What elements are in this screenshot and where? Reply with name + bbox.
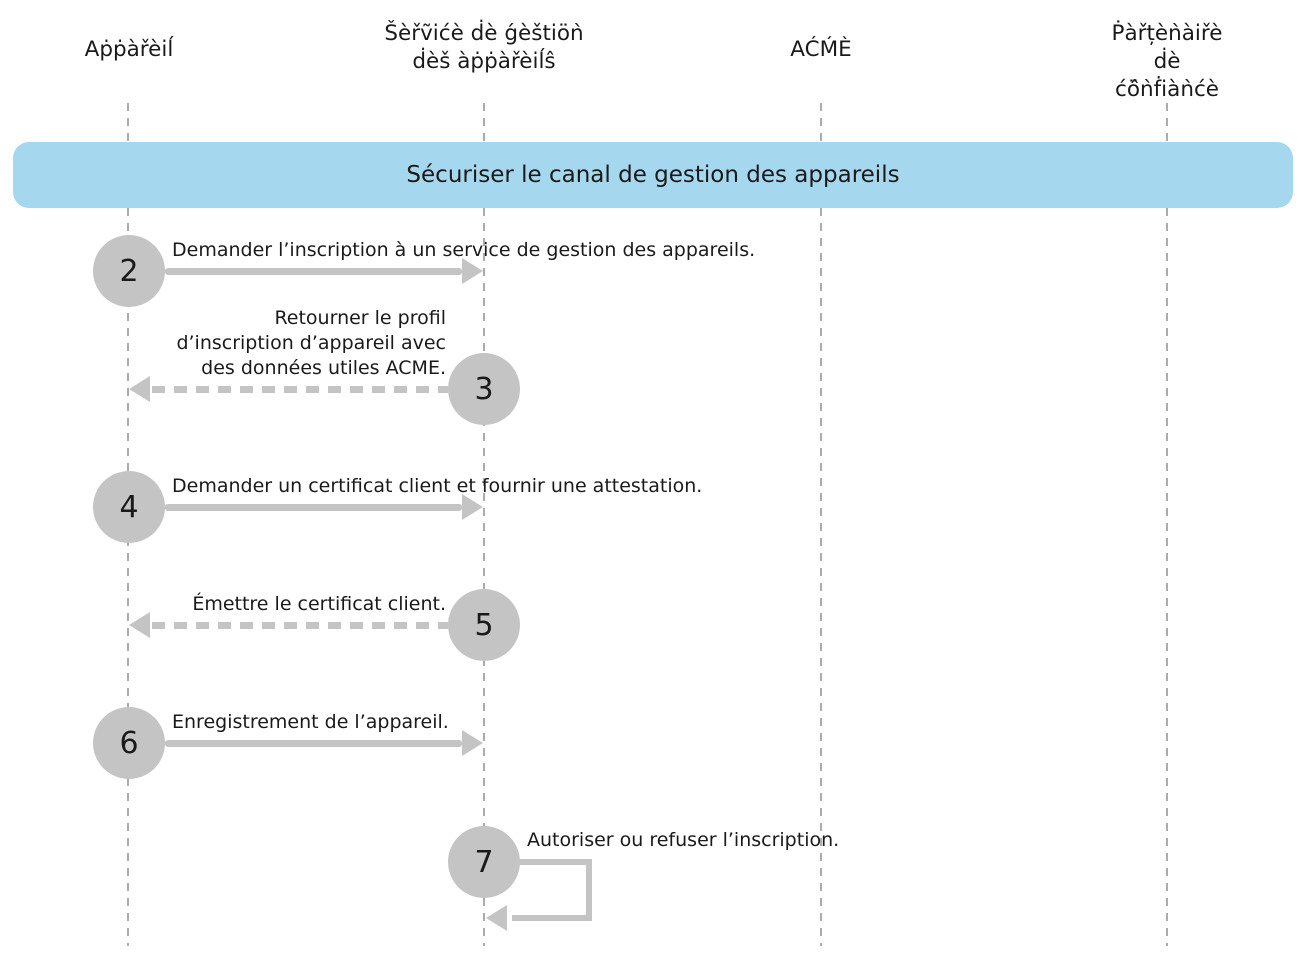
dashed-arrow-line-5 bbox=[152, 622, 448, 629]
actor-label-acme: AĆḾÈ bbox=[790, 37, 852, 62]
step-badge-5: 5 bbox=[448, 589, 520, 661]
arrowhead-right-icon-4 bbox=[462, 494, 483, 520]
solid-arrow-line-4 bbox=[165, 504, 462, 511]
section-banner-label: Sécuriser le canal de gestion des appare… bbox=[406, 162, 900, 188]
actor-label-service: Šèřṽićè ḋè ǵèštiöǹ ḋèš àṗṗàřèiĺŝ bbox=[384, 21, 584, 74]
step-badge-4: 4 bbox=[93, 471, 165, 543]
lifeline-partenaire bbox=[1166, 103, 1168, 946]
step-label-7: Autoriser ou refuser l’inscription. bbox=[527, 829, 840, 851]
step-label-4: Demander un certificat client et fournir… bbox=[172, 475, 703, 497]
arrowhead-left-icon-3 bbox=[129, 376, 150, 402]
arrowhead-right-icon-2 bbox=[462, 258, 483, 284]
actor-label-partenaire: Ṗàřțèǹàiřè ḋè ćö̂ǹḟiàǹćè bbox=[1111, 21, 1223, 102]
lifeline-acme bbox=[820, 103, 822, 946]
section-banner: Sécuriser le canal de gestion des appare… bbox=[13, 142, 1293, 208]
solid-arrow-line-2 bbox=[165, 268, 462, 275]
step-label-3: Retourner le profil d’inscription d’appa… bbox=[176, 307, 446, 379]
dashed-arrow-line-3 bbox=[152, 386, 448, 393]
actor-label-appareil: Aṗṗàřèiĺ bbox=[84, 37, 174, 62]
arrowhead-left-icon-5 bbox=[129, 612, 150, 638]
step-label-2: Demander l’inscription à un service de g… bbox=[172, 239, 756, 261]
step-badge-7: 7 bbox=[448, 826, 520, 898]
arrowhead-right-icon-6 bbox=[462, 730, 483, 756]
step-badge-3: 3 bbox=[448, 353, 520, 425]
step-badge-2: 2 bbox=[93, 235, 165, 307]
step-label-5: Émettre le certificat client. bbox=[192, 593, 446, 615]
self-loop-line-7 bbox=[512, 859, 592, 921]
step-badge-6: 6 bbox=[93, 707, 165, 779]
step-label-6: Enregistrement de l’appareil. bbox=[172, 711, 449, 733]
arrowhead-left-icon-7 bbox=[486, 905, 507, 931]
solid-arrow-line-6 bbox=[165, 740, 462, 747]
lifeline-service bbox=[483, 103, 485, 946]
